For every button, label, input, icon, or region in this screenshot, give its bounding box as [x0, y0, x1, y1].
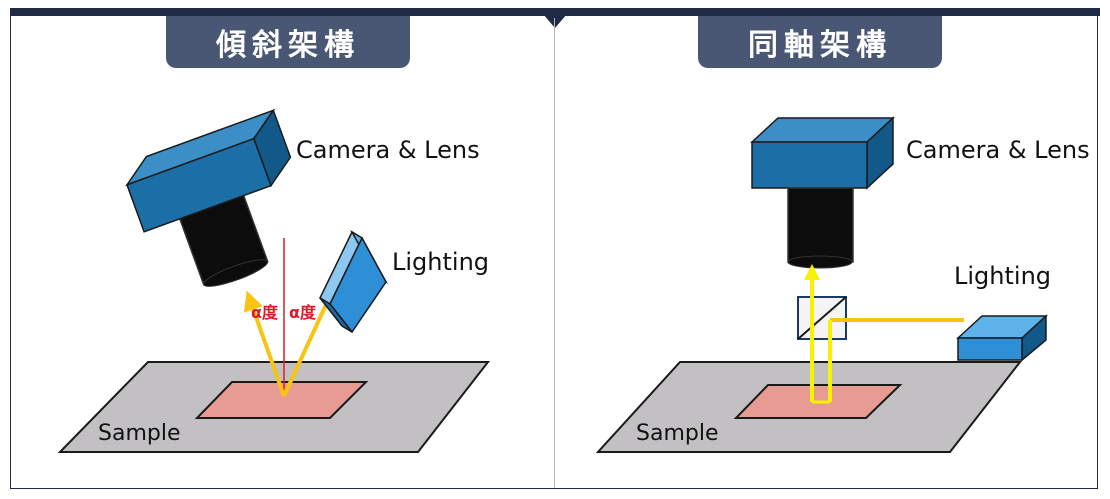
- right-sample-label: Sample: [636, 421, 719, 446]
- left-lighting-label: Lighting: [392, 248, 489, 276]
- left-angle-label-right: α度: [289, 303, 317, 322]
- right-lens: [787, 187, 854, 263]
- right-panel-title: 同軸架構: [698, 16, 942, 68]
- left-light-rays: [243, 290, 332, 397]
- right-camera-body: [751, 141, 868, 189]
- left-lighting: [319, 229, 388, 334]
- right-camera-label: Camera & Lens: [906, 136, 1090, 164]
- center-notch: [543, 14, 567, 28]
- left-camera-body: [126, 137, 272, 233]
- right-lighting: [956, 314, 1048, 362]
- right-camera: [750, 116, 895, 269]
- right-lighting-label: Lighting: [954, 262, 1051, 290]
- right-light-rays: [804, 264, 964, 404]
- left-angle-label-left: α度: [251, 303, 279, 322]
- left-sample-label: Sample: [98, 421, 181, 446]
- left-camera-label: Camera & Lens: [296, 136, 480, 164]
- panel-divider: [554, 18, 555, 488]
- left-panel-title: 傾斜架構: [166, 16, 410, 68]
- top-bar: [10, 8, 1100, 16]
- left-sample-target: [194, 381, 369, 419]
- left-camera: [125, 108, 292, 287]
